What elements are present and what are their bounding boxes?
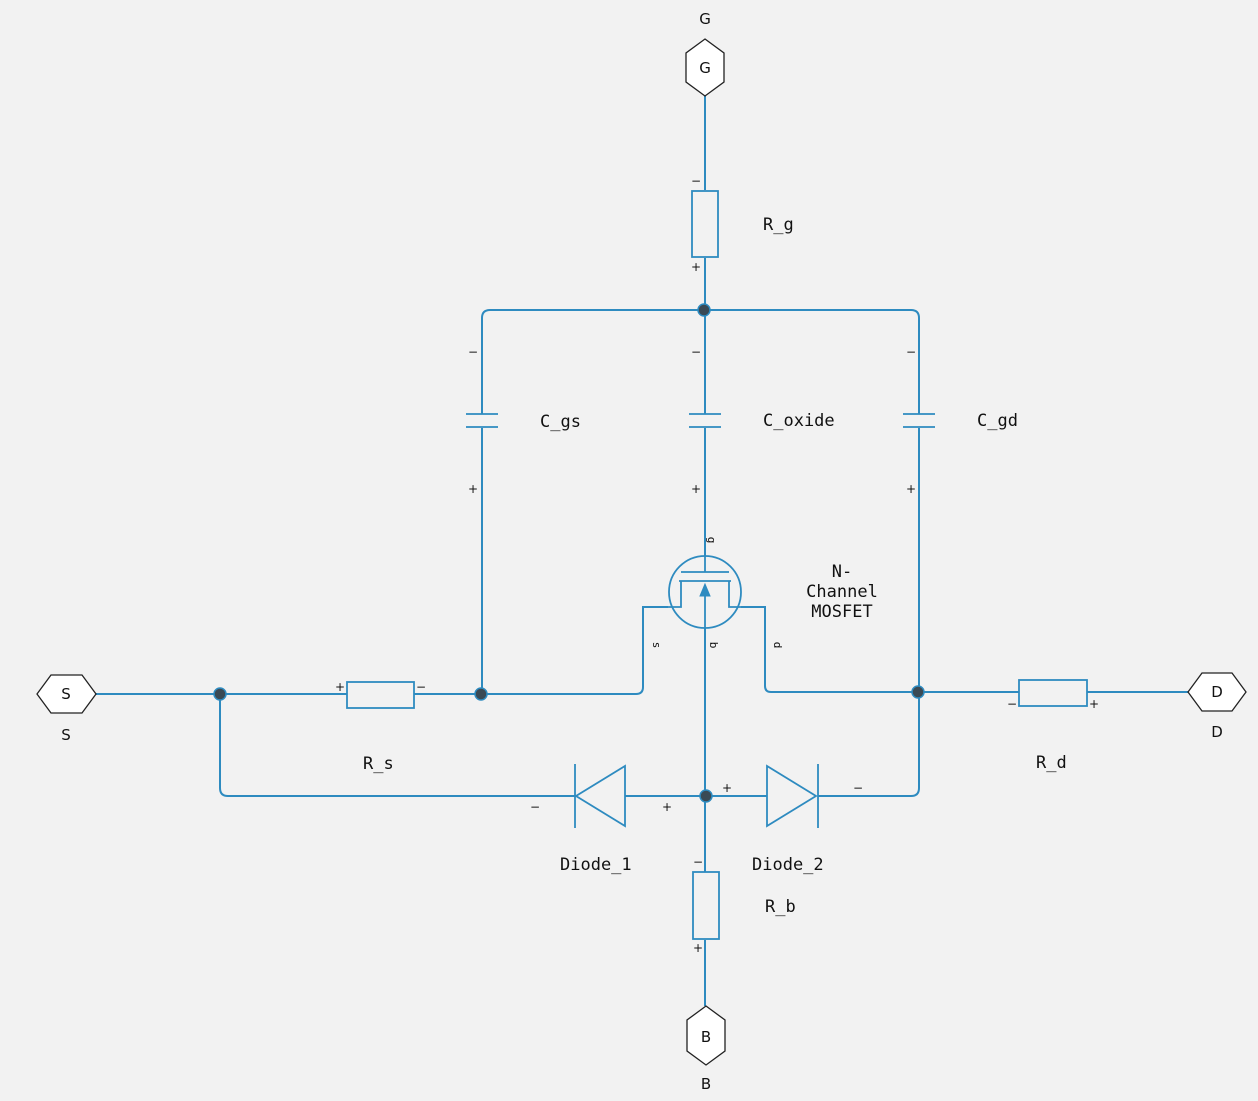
sign-minus: − — [853, 781, 863, 795]
wire-diode2-right — [818, 692, 920, 797]
mosfet-pin-d-label: d — [771, 642, 784, 649]
port-s[interactable]: S — [36, 674, 97, 714]
port-g[interactable]: G — [685, 38, 725, 97]
resistor-r-b[interactable] — [692, 871, 720, 940]
label-c-oxide: C_oxide — [763, 411, 835, 431]
junction-node-source-left — [213, 687, 227, 701]
label-diode-2: Diode_2 — [752, 855, 824, 875]
wire-diode1-left — [219, 694, 575, 797]
sign-minus: − — [691, 174, 701, 188]
capacitor-c-gd[interactable] — [903, 413, 935, 428]
junction-node-drain — [911, 685, 925, 699]
sign-minus: − — [416, 680, 426, 694]
port-s-outer-label: S — [61, 726, 71, 744]
port-d[interactable]: D — [1187, 672, 1247, 712]
port-b-inner-label: B — [701, 1028, 711, 1046]
mosfet-pin-g-label: g — [705, 537, 718, 544]
wire-source-pin — [481, 606, 668, 695]
capacitor-c-gs[interactable] — [466, 413, 498, 428]
port-g-outer-label: G — [699, 10, 711, 28]
label-mosfet-line3: MOSFET — [811, 602, 872, 622]
sign-minus: − — [1007, 697, 1017, 711]
port-s-inner-label: S — [61, 685, 71, 703]
label-r-d: R_d — [1036, 753, 1067, 773]
junction-node-body — [699, 789, 713, 803]
diode-2[interactable] — [766, 764, 819, 828]
sign-plus: + — [691, 482, 701, 496]
sign-plus: + — [1089, 697, 1099, 711]
port-d-inner-label: D — [1211, 683, 1223, 701]
label-r-b: R_b — [765, 897, 796, 917]
sign-minus: − — [693, 855, 703, 869]
label-r-g: R_g — [763, 215, 794, 235]
sign-plus: + — [468, 482, 478, 496]
port-b-outer-label: B — [701, 1075, 711, 1093]
sign-minus: − — [906, 345, 916, 359]
wires — [96, 96, 1188, 1006]
polarity-signs: − + − − − + + + + − − + − + + − − + — [335, 174, 1099, 955]
label-c-gs: C_gs — [540, 412, 581, 432]
sign-plus: + — [722, 781, 732, 795]
port-g-inner-label: G — [699, 59, 711, 77]
label-diode-1: Diode_1 — [560, 855, 632, 875]
resistor-r-g[interactable] — [691, 190, 719, 258]
junction-node-source-right — [474, 687, 488, 701]
port-d-outer-label: D — [1211, 723, 1223, 741]
diode-1[interactable] — [574, 764, 626, 828]
mosfet-pin-b-label: b — [707, 642, 720, 649]
sign-plus: + — [693, 941, 703, 955]
label-r-s: R_s — [363, 754, 394, 774]
label-mosfet-line2: Channel — [806, 582, 878, 602]
sign-minus: − — [468, 345, 478, 359]
mosfet-symbol[interactable] — [668, 555, 742, 629]
sign-minus: − — [691, 345, 701, 359]
port-b[interactable]: B — [686, 1005, 726, 1066]
sign-plus: + — [662, 800, 672, 814]
wire-drain-pin — [741, 606, 1019, 693]
sign-plus: + — [335, 680, 345, 694]
resistor-r-d[interactable] — [1018, 679, 1088, 707]
label-mosfet-line1: N- — [832, 562, 852, 582]
sign-plus: + — [906, 482, 916, 496]
label-c-gd: C_gd — [977, 411, 1018, 431]
sign-minus: − — [530, 800, 540, 814]
junction-node-gate-bus — [697, 303, 711, 317]
resistor-r-s[interactable] — [346, 681, 415, 709]
capacitor-c-oxide[interactable] — [689, 413, 721, 428]
mosfet-pin-s-label: s — [650, 642, 663, 649]
sign-plus: + — [691, 260, 701, 274]
